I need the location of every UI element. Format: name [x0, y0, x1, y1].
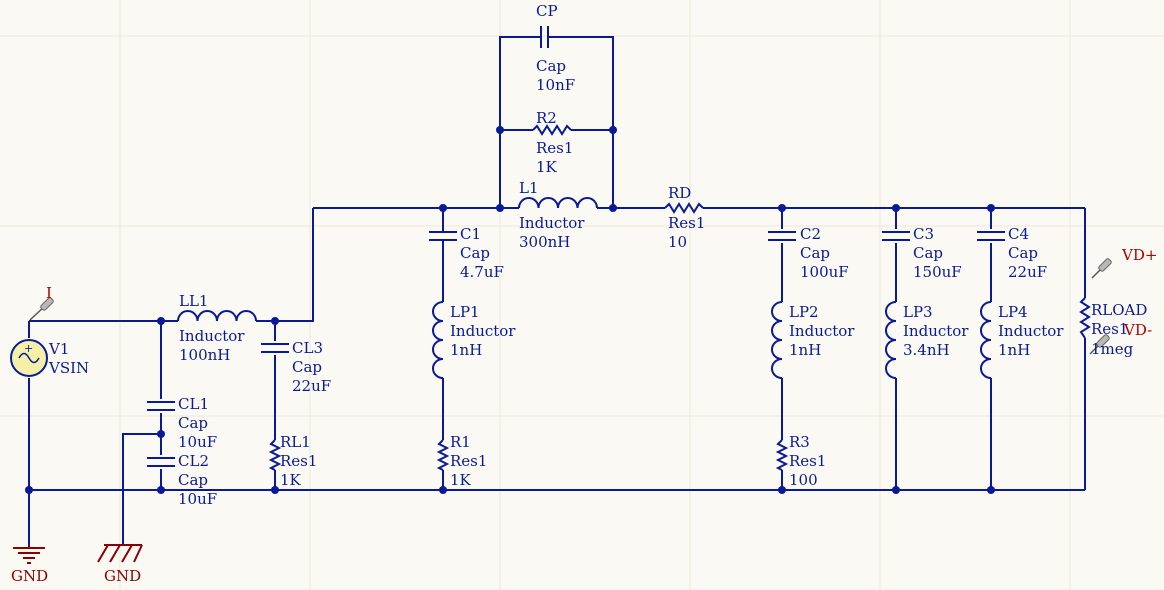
label-rl1-value: 1K — [280, 471, 302, 489]
label-c2-type: Cap — [800, 244, 830, 262]
label-r1-value: 1K — [450, 471, 472, 489]
label-rload-ref: RLOAD — [1091, 301, 1147, 319]
sine-source-v1[interactable]: + — [10, 339, 48, 377]
label-cp-value: 10nF — [536, 76, 575, 94]
cap-symbol-cl3[interactable] — [261, 343, 289, 353]
cap-symbol-c1[interactable] — [429, 229, 457, 243]
inductor-symbol-lp1[interactable] — [432, 301, 444, 379]
label-lp2-value: 1nH — [789, 341, 821, 359]
ground-label-2: GND — [104, 567, 141, 585]
svg-text:+: + — [24, 342, 33, 355]
cap-symbol-cp[interactable] — [532, 26, 557, 48]
label-l1-ref: L1 — [519, 179, 539, 197]
label-v1-ref: V1 — [48, 340, 69, 358]
label-lp4-ref: LP4 — [998, 303, 1028, 321]
label-c4-type: Cap — [1008, 244, 1038, 262]
label-cp-ref: CP — [536, 2, 558, 20]
label-lp4-type: Inductor — [998, 322, 1064, 340]
label-c3-type: Cap — [913, 244, 943, 262]
label-c1-ref: C1 — [460, 225, 481, 243]
probe-current-icon[interactable] — [29, 297, 54, 321]
label-l1-value: 300nH — [519, 233, 570, 251]
ground-label-1: GND — [11, 567, 48, 585]
label-rl1-ref: RL1 — [280, 433, 311, 451]
resistor-symbol-rd[interactable] — [664, 202, 704, 214]
label-c1-type: Cap — [460, 244, 490, 262]
probe-vdminus-icon[interactable] — [1089, 334, 1110, 355]
cap-symbol-c3[interactable] — [882, 231, 910, 241]
label-rd-type: Res1 — [668, 214, 705, 232]
label-c3-value: 150uF — [913, 263, 962, 281]
label-v1-type: VSIN — [48, 359, 89, 377]
label-lp4-value: 1nH — [998, 341, 1030, 359]
label-r2-value: 1K — [536, 158, 558, 176]
resistor-symbol-rl1[interactable] — [268, 439, 282, 471]
label-lp3-ref: LP3 — [903, 303, 933, 321]
label-lp1-type: Inductor — [450, 322, 516, 340]
cap-symbol-cl2[interactable] — [147, 457, 175, 467]
label-cl1-type: Cap — [178, 414, 208, 432]
label-cl1-ref: CL1 — [178, 395, 209, 413]
label-l1-type: Inductor — [519, 214, 585, 232]
label-ll1-ref: LL1 — [179, 292, 208, 310]
probe-vdminus-label: VD- — [1123, 321, 1152, 339]
inductor-symbol-lp4[interactable] — [980, 301, 992, 379]
ground-symbol-2[interactable] — [97, 544, 143, 563]
label-lp1-value: 1nH — [450, 341, 482, 359]
label-lp3-value: 3.4nH — [903, 341, 950, 359]
label-cp-type: Cap — [536, 57, 566, 75]
label-r3-ref: R3 — [789, 433, 810, 451]
label-ll1-value: 100nH — [179, 346, 230, 364]
label-cl3-type: Cap — [292, 358, 322, 376]
inductor-symbol-lp3[interactable] — [885, 301, 897, 379]
wires — [28, 36, 1086, 545]
label-r3-type: Res1 — [789, 452, 826, 470]
label-rload-value: 1meg — [1091, 340, 1134, 358]
resistor-symbol-r1[interactable] — [436, 439, 450, 471]
cap-symbol-c2[interactable] — [768, 231, 796, 241]
label-lp3-type: Inductor — [903, 322, 969, 340]
label-c3-ref: C3 — [913, 225, 934, 243]
cap-symbol-cl1[interactable] — [147, 401, 175, 411]
junction-dots — [25, 126, 995, 494]
label-cl3-value: 22uF — [292, 377, 331, 395]
label-rl1-type: Res1 — [280, 452, 317, 470]
label-rd-value: 10 — [668, 233, 687, 251]
label-lp2-type: Inductor — [789, 322, 855, 340]
resistor-symbol-r3[interactable] — [775, 439, 789, 471]
label-r1-ref: R1 — [450, 433, 471, 451]
probe-vdplus-label: VD+ — [1121, 246, 1157, 264]
resistor-symbol-rload[interactable] — [1079, 297, 1091, 339]
label-cl1-value: 10uF — [178, 433, 217, 451]
label-r2-type: Res1 — [536, 139, 573, 157]
inductor-symbol-ll1[interactable] — [177, 310, 257, 322]
probe-vdplus-icon[interactable] — [1091, 258, 1112, 279]
label-c4-value: 22uF — [1008, 263, 1047, 281]
label-cl2-type: Cap — [178, 471, 208, 489]
label-c2-ref: C2 — [800, 225, 821, 243]
label-lp2-ref: LP2 — [789, 303, 819, 321]
probe-current-label: I — [46, 284, 52, 302]
cap-symbol-c4[interactable] — [977, 231, 1005, 241]
inductor-symbol-lp2[interactable] — [771, 301, 783, 379]
inductor-symbol-l1[interactable] — [518, 197, 598, 209]
label-rd-ref: RD — [668, 184, 691, 202]
label-c4-ref: C4 — [1008, 225, 1029, 243]
resistor-symbol-r2[interactable] — [532, 124, 572, 136]
label-cl3-ref: CL3 — [292, 339, 323, 357]
label-cl2-value: 10uF — [178, 490, 217, 508]
label-ll1-type: Inductor — [179, 327, 245, 345]
label-cl2-ref: CL2 — [178, 452, 209, 470]
label-c1-value: 4.7uF — [460, 263, 504, 281]
label-r3-value: 100 — [789, 471, 818, 489]
label-rload-type: Res1 — [1091, 320, 1128, 338]
label-r1-type: Res1 — [450, 452, 487, 470]
ground-symbol-1[interactable] — [13, 545, 45, 564]
label-r2-ref: R2 — [536, 109, 557, 127]
label-lp1-ref: LP1 — [450, 303, 480, 321]
label-c2-value: 100uF — [800, 263, 849, 281]
